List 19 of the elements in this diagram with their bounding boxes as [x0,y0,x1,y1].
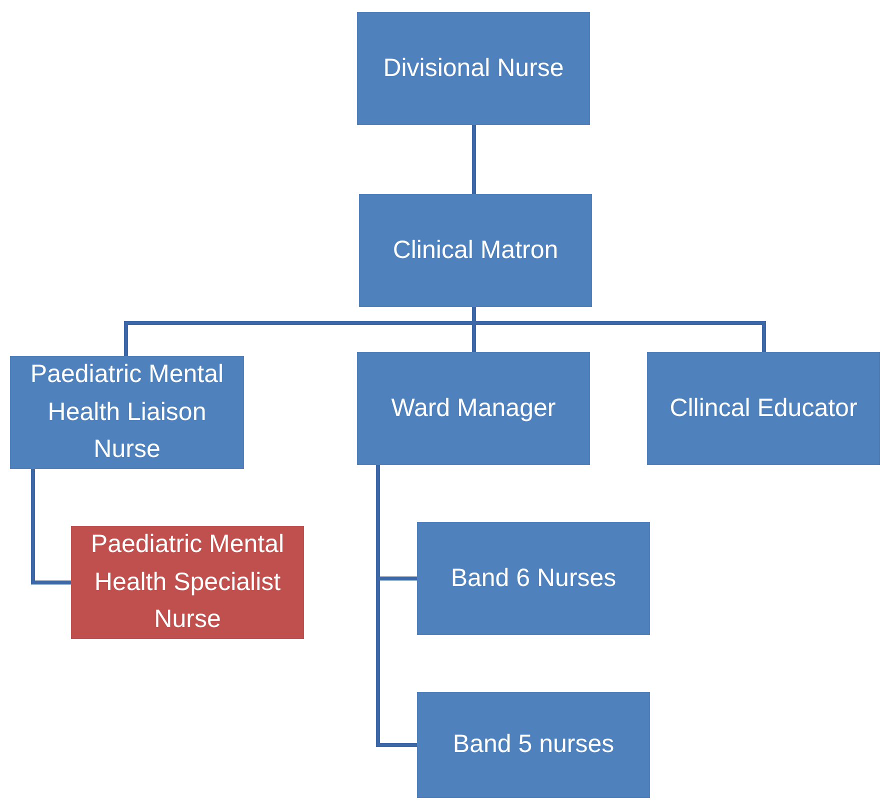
role-title: Divisional Nurse [383,52,564,84]
role-box [10,356,244,469]
role-box [359,194,592,307]
role-box [357,12,590,125]
role-title: Paediatric Mental Health Specialist Nurse [90,529,286,636]
role-title: Band 6 Nurses [450,562,616,594]
role-title: Ward Manager [391,392,556,424]
role-title: Clinical Matron [392,234,558,266]
connector-line [376,465,417,747]
connector-line [472,125,476,194]
connector-line [31,469,71,584]
role-box [647,352,880,465]
role-box [71,526,304,639]
role-title: Cllincal Educator [670,392,858,424]
role-box [357,352,590,465]
role-box [417,522,650,635]
role-box [417,692,650,798]
role-title: Band 5 nurses [452,729,614,760]
role-title: Paediatric Mental Health Liaison Nurse [29,359,225,466]
